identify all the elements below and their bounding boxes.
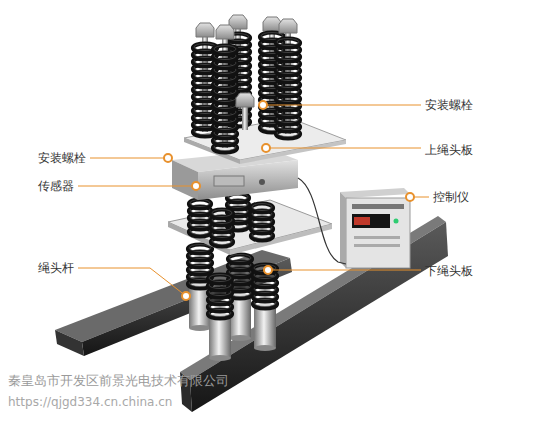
art-shape <box>240 140 346 164</box>
art-shape <box>263 17 281 31</box>
art-shape <box>354 236 400 239</box>
art-shape <box>251 204 273 241</box>
part-label: 安装螺栓 <box>38 151 86 165</box>
art-shape <box>298 178 346 264</box>
upper-springs <box>193 15 300 153</box>
art-shape <box>352 214 390 228</box>
art-shape <box>182 292 190 300</box>
art-shape <box>276 39 300 139</box>
art-shape <box>78 186 196 187</box>
art-shape <box>262 144 270 152</box>
art-shape <box>198 160 298 200</box>
art-shape <box>209 275 231 282</box>
art-shape <box>216 25 234 39</box>
middle-springs <box>189 194 273 247</box>
art-shape <box>263 105 421 106</box>
part-label: 传感器 <box>38 179 74 193</box>
art-shape <box>266 148 421 149</box>
art-shape <box>189 325 211 331</box>
part-label: 绳头杆 <box>38 261 74 275</box>
art-shape <box>254 345 276 351</box>
art-shape <box>196 23 214 37</box>
leader-lines <box>78 101 429 300</box>
art-shape <box>82 258 292 356</box>
watermark: https://qjgd334.cn.china.cn <box>8 395 172 409</box>
art-shape <box>212 210 232 217</box>
art-shape <box>189 200 211 209</box>
controller <box>298 178 410 268</box>
art-shape <box>211 210 233 219</box>
art-shape <box>259 179 265 185</box>
lower-plate <box>168 200 332 255</box>
art-shape <box>208 275 232 319</box>
art-shape <box>340 188 410 198</box>
art-shape <box>189 200 211 237</box>
art-shape <box>172 160 198 200</box>
art-shape <box>78 268 186 296</box>
art-shape <box>254 306 276 348</box>
art-shape <box>209 316 231 358</box>
art-shape <box>354 244 400 247</box>
part-label: 控制仪 <box>433 190 469 204</box>
watermark: 秦皇岛市开发区前景光电技术有限公司 <box>8 374 229 388</box>
art-shape <box>279 19 297 33</box>
art-shape <box>90 158 168 159</box>
art-shape <box>268 270 421 271</box>
art-shape <box>209 355 231 361</box>
art-shape <box>406 193 414 201</box>
part-label: 安装螺栓 <box>425 98 473 112</box>
art-shape <box>259 101 267 109</box>
art-shape <box>192 182 200 190</box>
art-shape <box>214 46 236 53</box>
art-shape <box>55 330 84 356</box>
art-shape <box>276 39 300 48</box>
art-shape <box>229 255 251 262</box>
art-shape <box>252 204 272 211</box>
art-shape <box>213 46 237 153</box>
art-shape <box>228 255 252 264</box>
art-shape <box>214 176 244 186</box>
art-shape <box>236 93 254 107</box>
art-shape <box>352 204 404 209</box>
part-label: 下绳头板 <box>425 264 473 278</box>
art-shape <box>208 275 232 284</box>
art-shape <box>190 200 210 207</box>
art-shape <box>251 204 273 213</box>
art-shape <box>188 245 212 254</box>
part-label: 上绳头板 <box>425 143 473 157</box>
art-shape <box>264 266 272 274</box>
art-shape <box>253 265 277 274</box>
art-shape <box>277 39 299 46</box>
art-shape <box>189 245 211 252</box>
art-shape <box>213 46 237 55</box>
art-shape <box>340 192 346 268</box>
art-shape <box>346 198 410 268</box>
art-shape <box>168 200 332 250</box>
art-shape <box>164 154 172 162</box>
art-shape <box>394 219 399 224</box>
art-shape <box>211 210 233 247</box>
art-shape <box>253 265 277 309</box>
art-shape <box>354 217 370 225</box>
art-shape <box>229 335 251 341</box>
rope-head-rods <box>188 245 277 362</box>
